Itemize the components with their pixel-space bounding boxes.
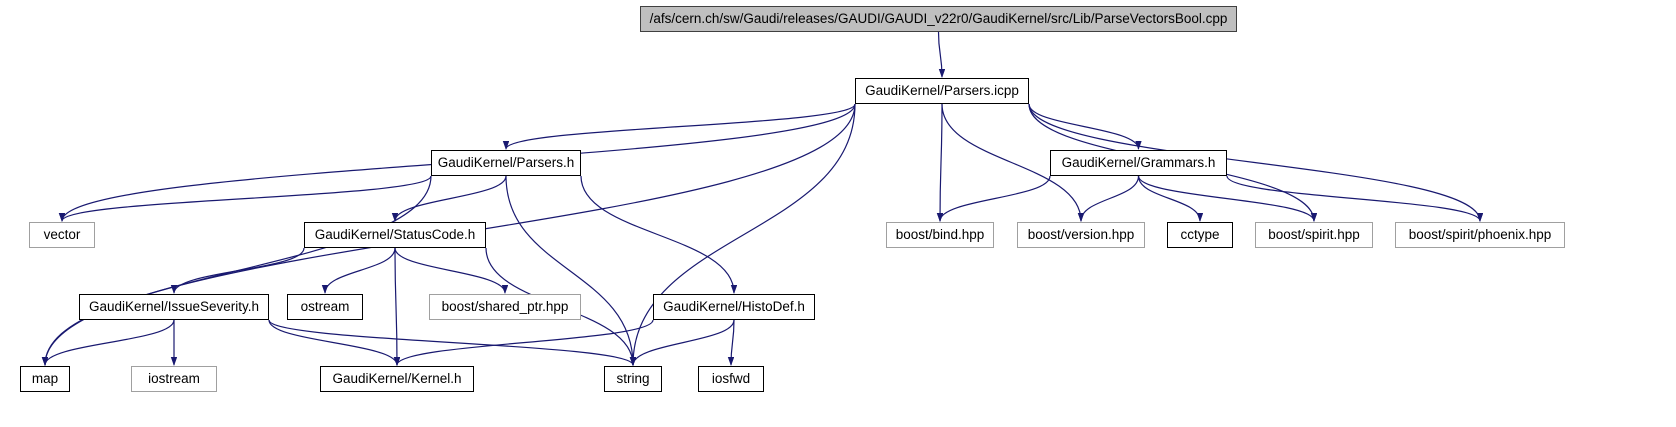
graph-node-label: iostream [148,371,200,387]
graph-edge-grammars_h-to-version [1077,175,1140,222]
graph-node-root[interactable]: /afs/cern.ch/sw/Gaudi/releases/GAUDI/GAU… [640,6,1237,32]
graph-edge-statuscode-to-kernel_h [393,247,401,366]
graph-edge-parsers_icpp-to-grammars_h [1028,103,1142,150]
graph-node-label: cctype [1180,227,1220,243]
graph-edge-parsers_h-to-histodef [580,175,738,294]
graph-node-statuscode[interactable]: GaudiKernel/StatusCode.h [304,222,486,248]
graph-node-iosfwd[interactable]: iosfwd [698,366,764,392]
graph-node-parsers_icpp[interactable]: GaudiKernel/Parsers.icpp [855,78,1029,104]
graph-edge-histodef-to-kernel_h [393,319,654,366]
graph-node-label: boost/shared_ptr.hpp [441,299,569,315]
graph-node-label: /afs/cern.ch/sw/Gaudi/releases/GAUDI/GAU… [649,11,1228,27]
graph-edge-parsers_h-to-vector [58,175,432,222]
graph-edge-histodef-to-iosfwd [727,319,735,366]
graph-edge-issuesev-to-string [268,319,637,366]
graph-node-version[interactable]: boost/version.hpp [1017,222,1145,248]
graph-node-cctype[interactable]: cctype [1167,222,1233,248]
graph-node-grammars_h[interactable]: GaudiKernel/Grammars.h [1050,150,1227,176]
graph-edge-parsers_h-to-statuscode [391,175,507,222]
graph-node-sharedptr[interactable]: boost/shared_ptr.hpp [429,294,581,320]
graph-node-label: boost/bind.hpp [895,227,985,243]
graph-edge-statuscode-to-sharedptr [394,247,509,294]
graph-edge-issuesev-to-map [41,319,175,366]
graph-node-label: GaudiKernel/IssueSeverity.h [88,299,260,315]
graph-node-iostream[interactable]: iostream [131,366,217,392]
graph-node-label: GaudiKernel/Parsers.icpp [865,83,1019,99]
graph-node-label: map [31,371,59,387]
graph-node-label: vector [43,227,81,243]
graph-edge-grammars_h-to-cctype [1137,175,1204,222]
graph-node-label: boost/spirit/phoenix.hpp [1408,227,1552,243]
graph-node-label: iosfwd [711,371,751,387]
graph-edge-parsers_icpp-to-bind [936,103,944,222]
graph-node-phoenix[interactable]: boost/spirit/phoenix.hpp [1395,222,1565,248]
graph-node-map[interactable]: map [20,366,70,392]
graph-node-parsers_h[interactable]: GaudiKernel/Parsers.h [431,150,581,176]
graph-node-issuesev[interactable]: GaudiKernel/IssueSeverity.h [79,294,269,320]
graph-node-label: boost/spirit.hpp [1268,227,1360,243]
graph-node-label: GaudiKernel/StatusCode.h [314,227,476,243]
graph-edge-parsers_icpp-to-version [941,103,1085,222]
graph-node-string[interactable]: string [604,366,662,392]
graph-edge-grammars_h-to-spirit [1137,175,1318,222]
graph-node-label: GaudiKernel/Parsers.h [437,155,575,171]
graph-edge-grammars_h-to-phoenix [1226,175,1484,222]
graph-node-label: GaudiKernel/HistoDef.h [663,299,805,315]
graph-edge-issuesev-to-kernel_h [268,319,401,366]
graph-node-bind[interactable]: boost/bind.hpp [886,222,994,248]
graph-node-label: ostream [300,299,350,315]
graph-node-kernel_h[interactable]: GaudiKernel/Kernel.h [320,366,474,392]
graph-node-label: GaudiKernel/Grammars.h [1061,155,1216,171]
graph-edge-parsers_icpp-to-string [629,103,856,366]
graph-edge-parsers_icpp-to-phoenix [1028,103,1484,222]
graph-edge-statuscode-to-ostream [321,247,396,294]
graph-node-label: GaudiKernel/Kernel.h [332,371,462,387]
graph-edge-grammars_h-to-bind [936,175,1051,222]
graph-edge-statuscode-to-issuesev [170,247,305,294]
graph-node-ostream[interactable]: ostream [287,294,363,320]
graph-edge-parsers_h-to-string [505,175,637,366]
graph-node-label: string [616,371,650,387]
graph-edge-root-to-parsers_icpp [937,31,946,78]
graph-node-label: boost/version.hpp [1027,227,1135,243]
graph-edge-parsers_icpp-to-parsers_h [502,103,856,150]
graph-node-histodef[interactable]: GaudiKernel/HistoDef.h [653,294,815,320]
graph-edge-histodef-to-string [629,319,735,366]
graph-node-vector[interactable]: vector [29,222,95,248]
graph-node-spirit[interactable]: boost/spirit.hpp [1255,222,1373,248]
